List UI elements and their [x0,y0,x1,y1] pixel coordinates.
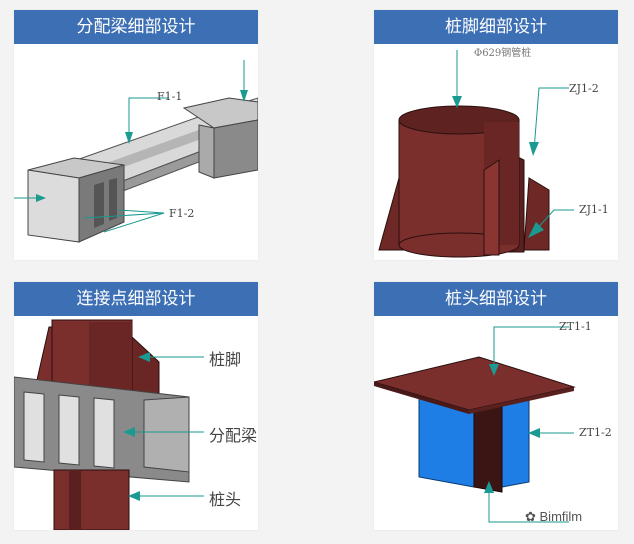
label-f1-2: F1-2 [169,207,195,220]
panel-title: 连接点细部设计 [14,282,258,316]
label-pile-head: 桩头 [209,490,242,509]
pile-foot-illustration [378,50,574,258]
panel-title: 桩头细部设计 [374,282,618,316]
panel-connection-detail: 连接点细部设计 桩脚 分配梁 桩头 [14,282,258,530]
beam-illustration [14,60,258,243]
label-top-note: Φ629钢管桩 [474,48,532,59]
panel-pile-head-detail: 桩头细部设计 ZT1-1 ZT1-2 [374,282,618,530]
label-zj1-2: ZJ1-2 [569,82,599,95]
label-zt1-1: ZT1-1 [559,320,592,333]
label-zj1-1: ZJ1-1 [579,203,609,216]
panel-pile-foot-detail: 桩脚细部设计 Φ629钢管桩 ZJ1-2 ZJ1-1 [374,10,618,260]
wechat-icon: ✿ [525,509,540,524]
connection-illustration [14,319,204,530]
label-distribution-beam: 分配梁 [209,426,258,445]
panel-beam-detail: 分配梁细部设计 F1-1 F1-2 [14,10,258,260]
label-pile-foot: 桩脚 [209,350,242,369]
label-f1-1: F1-1 [157,90,183,103]
panel-title: 桩脚细部设计 [374,10,618,44]
panel-title: 分配梁细部设计 [14,10,258,44]
watermark-text: Bimfilm [539,509,583,524]
label-zt1-2: ZT1-2 [579,426,612,439]
pile-head-illustration [374,326,576,523]
watermark: ✿ Bimfilm [525,509,582,525]
